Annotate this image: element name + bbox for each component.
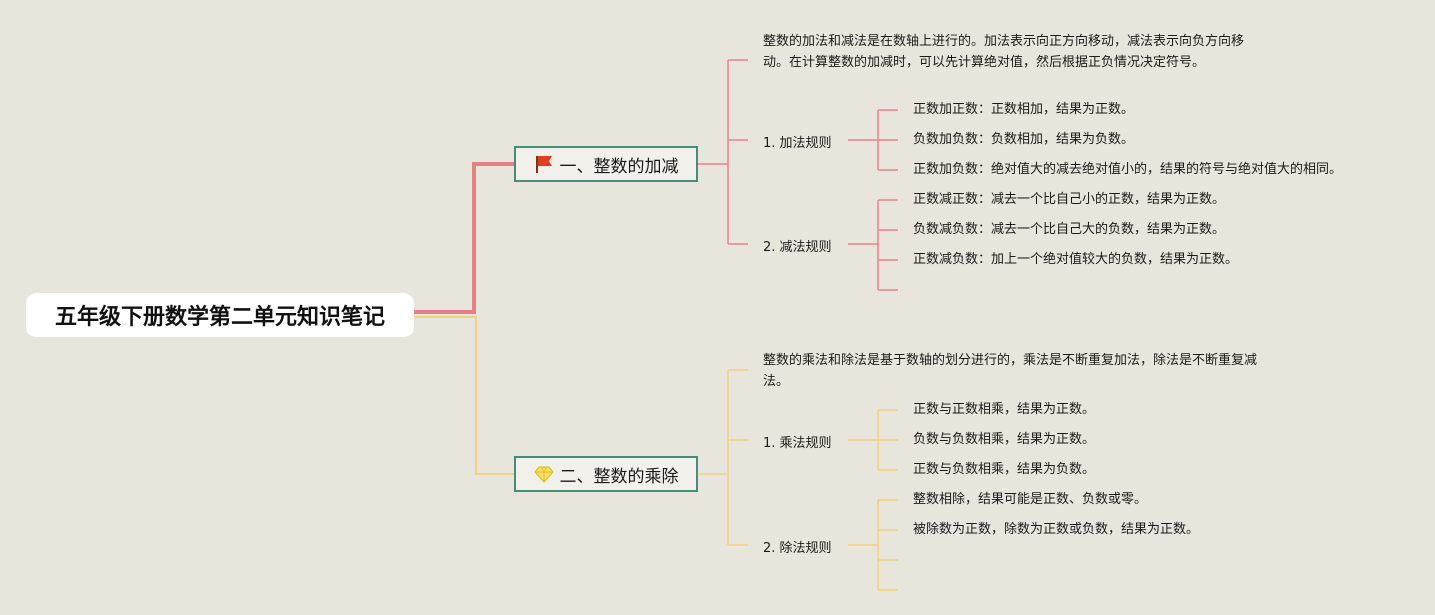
intro-multiply-divide: 整数的乘法和除法是基于数轴的划分进行的，乘法是不断重复加法，除法是不断重复减法。 <box>763 353 1258 389</box>
rule-item: 负数加负数：负数相加，结果为负数。 <box>913 132 1135 147</box>
root-title: 五年级下册数学第二单元知识笔记 <box>54 305 385 330</box>
red-flag-icon <box>534 154 554 174</box>
rule-item: 负数与负数相乘，结果为正数。 <box>913 432 1096 447</box>
rule-item: 正数与负数相乘，结果为负数。 <box>913 462 1096 477</box>
group-label-multiply-rules[interactable]: 1. 乘法规则 <box>763 436 832 451</box>
intro-add-subtract: 整数的加法和减法是在数轴上进行的。加法表示向正方向移动，减法表示向负方向移动。在… <box>763 34 1245 70</box>
topic-integer-add-subtract[interactable]: 一、整数的加减 <box>514 146 698 182</box>
topic-title: 二、整数的乘除 <box>559 466 679 487</box>
group-label-divide-rules[interactable]: 2. 除法规则 <box>763 541 832 556</box>
group-label-add-rules[interactable]: 1. 加法规则 <box>763 136 832 151</box>
topic-integer-multiply-divide[interactable]: 二、整数的乘除 <box>514 456 698 492</box>
rule-item: 被除数为正数，除数为正数或负数，结果为正数。 <box>913 522 1200 537</box>
group-label-subtract-rules[interactable]: 2. 减法规则 <box>763 240 832 255</box>
rule-item: 正数减负数：加上一个绝对值较大的负数，结果为正数。 <box>913 252 1239 267</box>
gem-icon <box>533 464 554 484</box>
rule-item: 正数加负数：绝对值大的减去绝对值小的，结果的符号与绝对值大的相同。 <box>913 162 1343 177</box>
rule-item: 正数减正数：减去一个比自己小的正数，结果为正数。 <box>913 192 1226 207</box>
topic-title: 一、整数的加减 <box>559 156 679 177</box>
root-node[interactable]: 五年级下册数学第二单元知识笔记 <box>26 293 414 337</box>
rule-item: 正数加正数：正数相加，结果为正数。 <box>913 102 1135 117</box>
rule-item: 整数相除，结果可能是正数、负数或零。 <box>913 492 1148 507</box>
rule-item: 负数减负数：减去一个比自己大的负数，结果为正数。 <box>913 222 1226 237</box>
rule-item: 正数与正数相乘，结果为正数。 <box>913 402 1096 417</box>
